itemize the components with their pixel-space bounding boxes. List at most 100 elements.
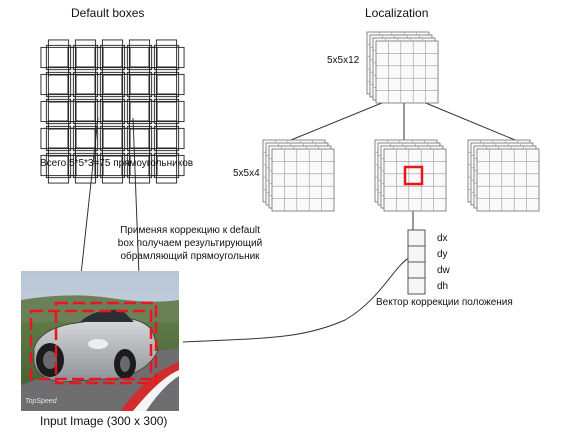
highlight-cell [403,165,424,186]
default-boxes-grid [40,39,185,184]
default-box [126,98,153,125]
default-box [155,39,178,76]
default-box [153,44,180,71]
default-box [74,93,97,130]
vector-dw: dw [437,265,450,276]
default-box [74,39,97,76]
vector-caption: Вектор коррекции положения [376,297,513,308]
correction-line-2: box получаем результирующий [117,238,263,249]
default-box [126,152,153,179]
vector-dx: dx [437,233,448,244]
default-box [72,125,99,152]
default-box [155,147,178,184]
map-layer [383,148,447,212]
default-box [121,73,158,96]
default-box [74,66,97,103]
default-box [121,46,158,69]
mid-map-label: 5x5x4 [233,168,260,179]
default-box [101,66,124,103]
default-box [101,39,124,76]
default-box [148,100,185,123]
vector-dh: dh [437,281,449,292]
default-box [40,100,77,123]
default-box [148,46,185,69]
map-layer [271,148,335,212]
map-layer [375,40,439,104]
default-box [40,154,77,177]
map-layer [476,148,540,212]
default-box [153,125,180,152]
image-watermark: TopSpeed [25,398,57,405]
default-box [99,71,126,98]
default-box [155,93,178,130]
default-box [45,44,72,71]
default-box [126,125,153,152]
default-box [45,125,72,152]
default-box [148,154,185,177]
default-box [126,71,153,98]
default-box [47,120,70,157]
default-box [47,93,70,130]
default-box [128,93,151,130]
default-box [121,127,158,150]
feature-maps [262,31,540,212]
default-box [153,152,180,179]
default-box [148,73,185,96]
default-box [153,98,180,125]
input-image [21,271,179,411]
default-box [67,73,104,96]
default-box [45,98,72,125]
feature-map-center [374,139,447,212]
default-box [72,98,99,125]
default-box [67,154,104,177]
default-box [74,147,97,184]
default-box [153,71,180,98]
default-box [72,44,99,71]
top-map-label: 5x5x12 [327,55,360,66]
default-box [128,39,151,76]
default-box [45,152,72,179]
default-box [40,73,77,96]
default-box [94,73,131,96]
vector-dy: dy [437,249,448,260]
default-box [72,152,99,179]
default-boxes-title: Default boxes [71,6,145,20]
default-box [155,66,178,103]
default-box [128,120,151,157]
correction-line-1: Применяя коррекцию к default [120,225,260,236]
correction-vector [407,229,426,295]
default-box [94,100,131,123]
default-box [99,152,126,179]
default-box [45,71,72,98]
default-box [121,100,158,123]
feature-map-left [262,139,335,212]
default-box [101,120,124,157]
default-box [99,44,126,71]
default-box [94,127,131,150]
default-box [67,46,104,69]
default-box [94,154,131,177]
default-box [47,39,70,76]
default-box [99,125,126,152]
default-boxes-caption: Всего 5*5*3=75 прямоугольников [40,158,194,169]
default-box [94,46,131,69]
input-image-caption: Input Image (300 x 300) [40,414,168,428]
correction-note: Применяя коррекцию к default box получае… [99,224,281,263]
default-box [40,127,77,150]
default-box-tall [54,301,158,385]
default-box [67,100,104,123]
default-box [74,120,97,157]
default-box [121,154,158,177]
default-box [101,147,124,184]
default-box [72,71,99,98]
default-box [128,66,151,103]
localization-title: Localization [365,6,429,20]
default-box [101,93,124,130]
default-box [67,127,104,150]
vector-components: dx dy dw dh [437,231,450,295]
default-box [40,46,77,69]
default-box [126,44,153,71]
default-box [47,66,70,103]
default-box-wide [29,309,153,381]
